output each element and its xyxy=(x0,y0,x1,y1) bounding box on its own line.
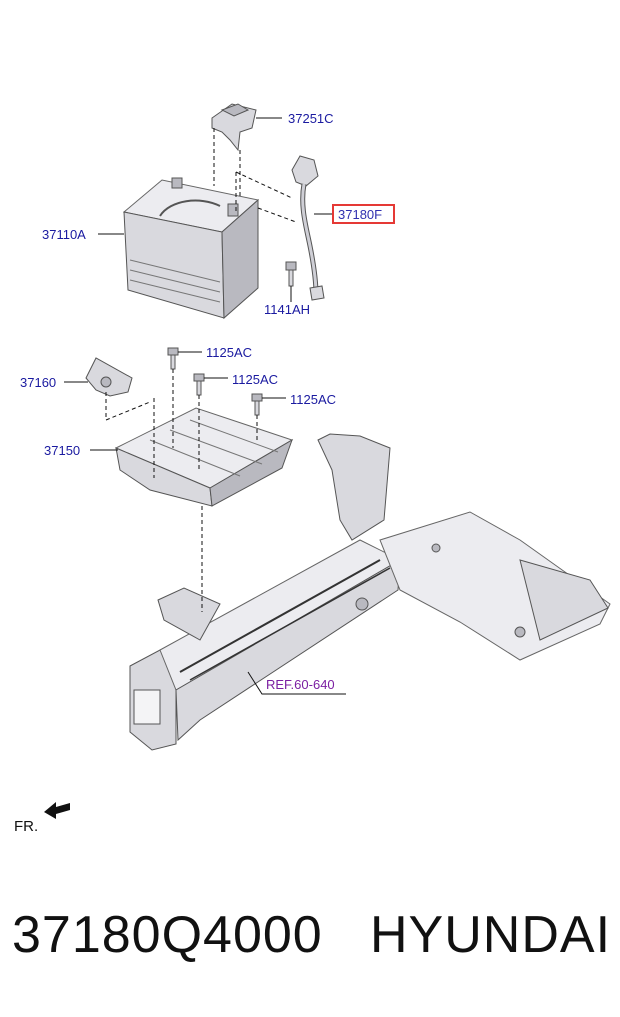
label-37251c[interactable]: 37251C xyxy=(288,111,334,126)
bolt-1125ac-1 xyxy=(167,347,179,370)
assembly-lines xyxy=(105,128,297,612)
footer-part-number: 37180Q4000 xyxy=(12,906,323,964)
mounting-bracket xyxy=(85,357,133,397)
label-37160[interactable]: 37160 xyxy=(20,375,56,390)
highlight-box xyxy=(332,204,395,224)
leader-lines xyxy=(64,117,346,695)
bolt-1141ah xyxy=(285,261,297,287)
bolt-1125ac-2 xyxy=(193,373,205,396)
label-37110a[interactable]: 37110A xyxy=(42,227,86,242)
front-label: FR. xyxy=(14,818,38,835)
bolt-1125ac-3 xyxy=(251,393,263,416)
parts-diagram: 37251C 37180F 37110A 1141AH 1125AC 1125A… xyxy=(14,103,611,835)
battery-bracket xyxy=(211,103,257,152)
label-ref[interactable]: REF.60-640 xyxy=(266,677,335,692)
front-arrow-icon xyxy=(44,802,70,819)
footer-brand: HYUNDAI xyxy=(370,906,612,964)
body-frame xyxy=(129,433,611,751)
label-1141ah[interactable]: 1141AH xyxy=(264,302,310,317)
label-1125ac-2[interactable]: 1125AC xyxy=(232,372,278,387)
battery-tray xyxy=(114,407,294,507)
label-1125ac-1[interactable]: 1125AC xyxy=(206,345,252,360)
label-37150[interactable]: 37150 xyxy=(44,443,80,458)
battery-cable xyxy=(291,155,325,301)
battery xyxy=(122,177,260,320)
label-37180f[interactable]: 37180F xyxy=(338,207,382,222)
label-1125ac-3[interactable]: 1125AC xyxy=(290,392,336,407)
